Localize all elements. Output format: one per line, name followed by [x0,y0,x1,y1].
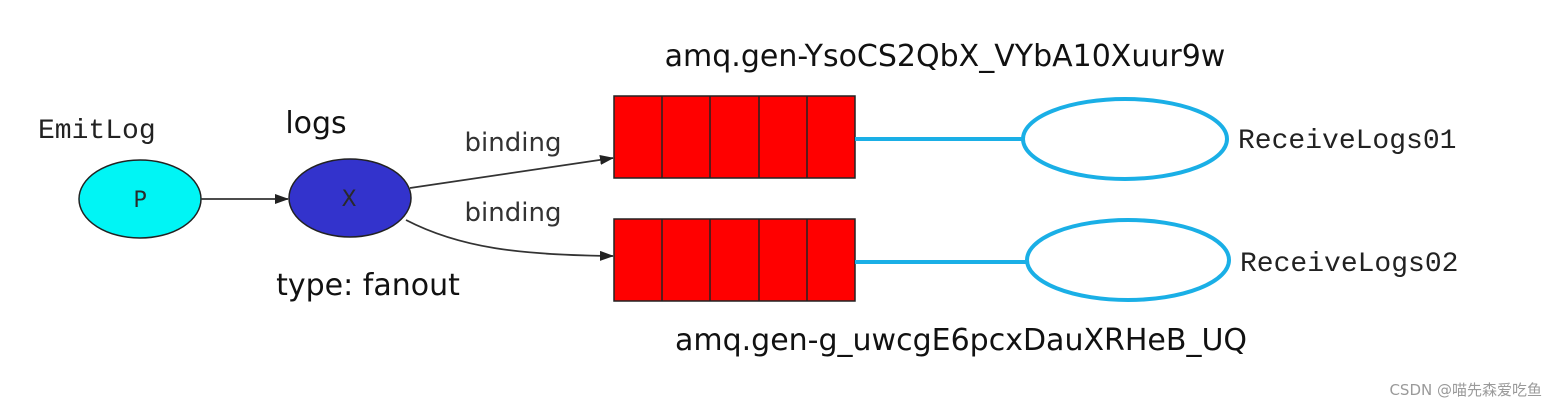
queue-1-body [613,95,856,179]
producer-node-letter: P [133,188,146,213]
consumer-1-label: ReceiveLogs01 [1238,126,1456,157]
binding-label-bottom: binding [465,198,562,228]
binding-label-top: binding [465,128,562,158]
consumer-2-node [1025,218,1231,302]
binding-edge-bottom [405,219,614,261]
queue-1 [613,95,856,179]
queue-2 [613,218,856,302]
queue-2-body [613,218,856,302]
watermark-text: CSDN @喵先森爱吃鱼 [1389,381,1542,399]
producer-label: EmitLog [38,116,156,147]
exchange-node-letter: X [341,187,356,212]
queue-2-name: amq.gen-g_uwcgE6pcxDauXRHeB_UQ [675,323,1247,358]
exchange-node [288,158,412,238]
exchange-label: logs [285,106,346,141]
exchange-type-label: type: fanout [276,268,460,303]
binding-edge-top [409,154,614,189]
consumer-1-node [1021,97,1229,181]
queue-1-name: amq.gen-YsoCS2QbX_VYbA10Xuur9w [665,39,1226,74]
consumer-2-label: ReceiveLogs02 [1240,249,1458,280]
